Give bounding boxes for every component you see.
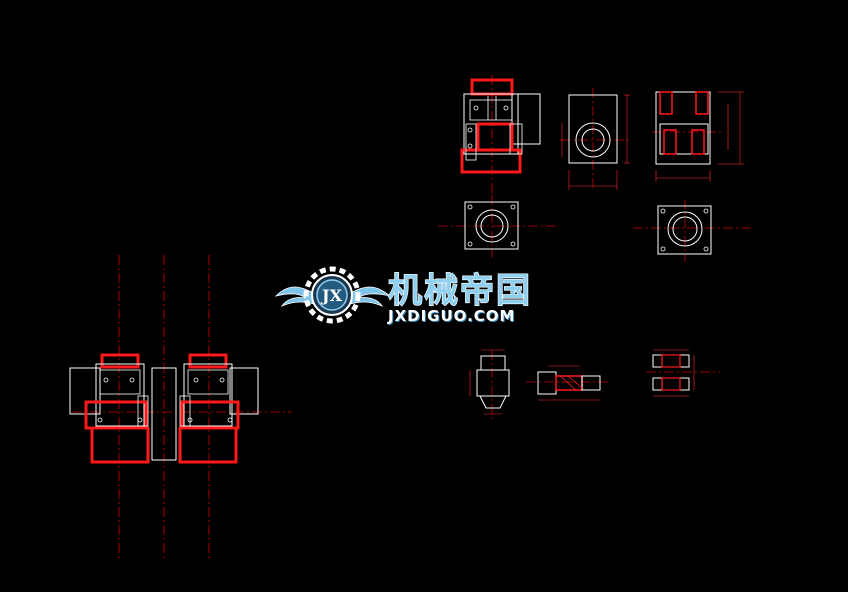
watermark-subtitle-shadow: JXDIGUO.COM bbox=[388, 308, 516, 326]
watermark-title: 机械帝国 bbox=[388, 271, 532, 311]
flange-plate-right bbox=[657, 205, 712, 255]
watermark-logo: JX 机械帝国 JXDIGUO.COM JXDIGUO.COM bbox=[274, 266, 532, 326]
assembly-top-view bbox=[460, 78, 541, 174]
part-shaft-section bbox=[537, 365, 601, 401]
watermark-subtitle: JXDIGUO.COM bbox=[387, 307, 515, 325]
block-section-view bbox=[655, 91, 744, 182]
part-bushing bbox=[469, 349, 510, 415]
assembly-right-unit bbox=[178, 353, 259, 464]
logo-letters: JX bbox=[320, 286, 343, 305]
gear-icon bbox=[303, 266, 361, 324]
flange-plate-left bbox=[464, 201, 519, 250]
assembly-left-unit bbox=[69, 353, 177, 464]
part-key bbox=[652, 349, 695, 397]
block-front-view bbox=[561, 94, 630, 190]
